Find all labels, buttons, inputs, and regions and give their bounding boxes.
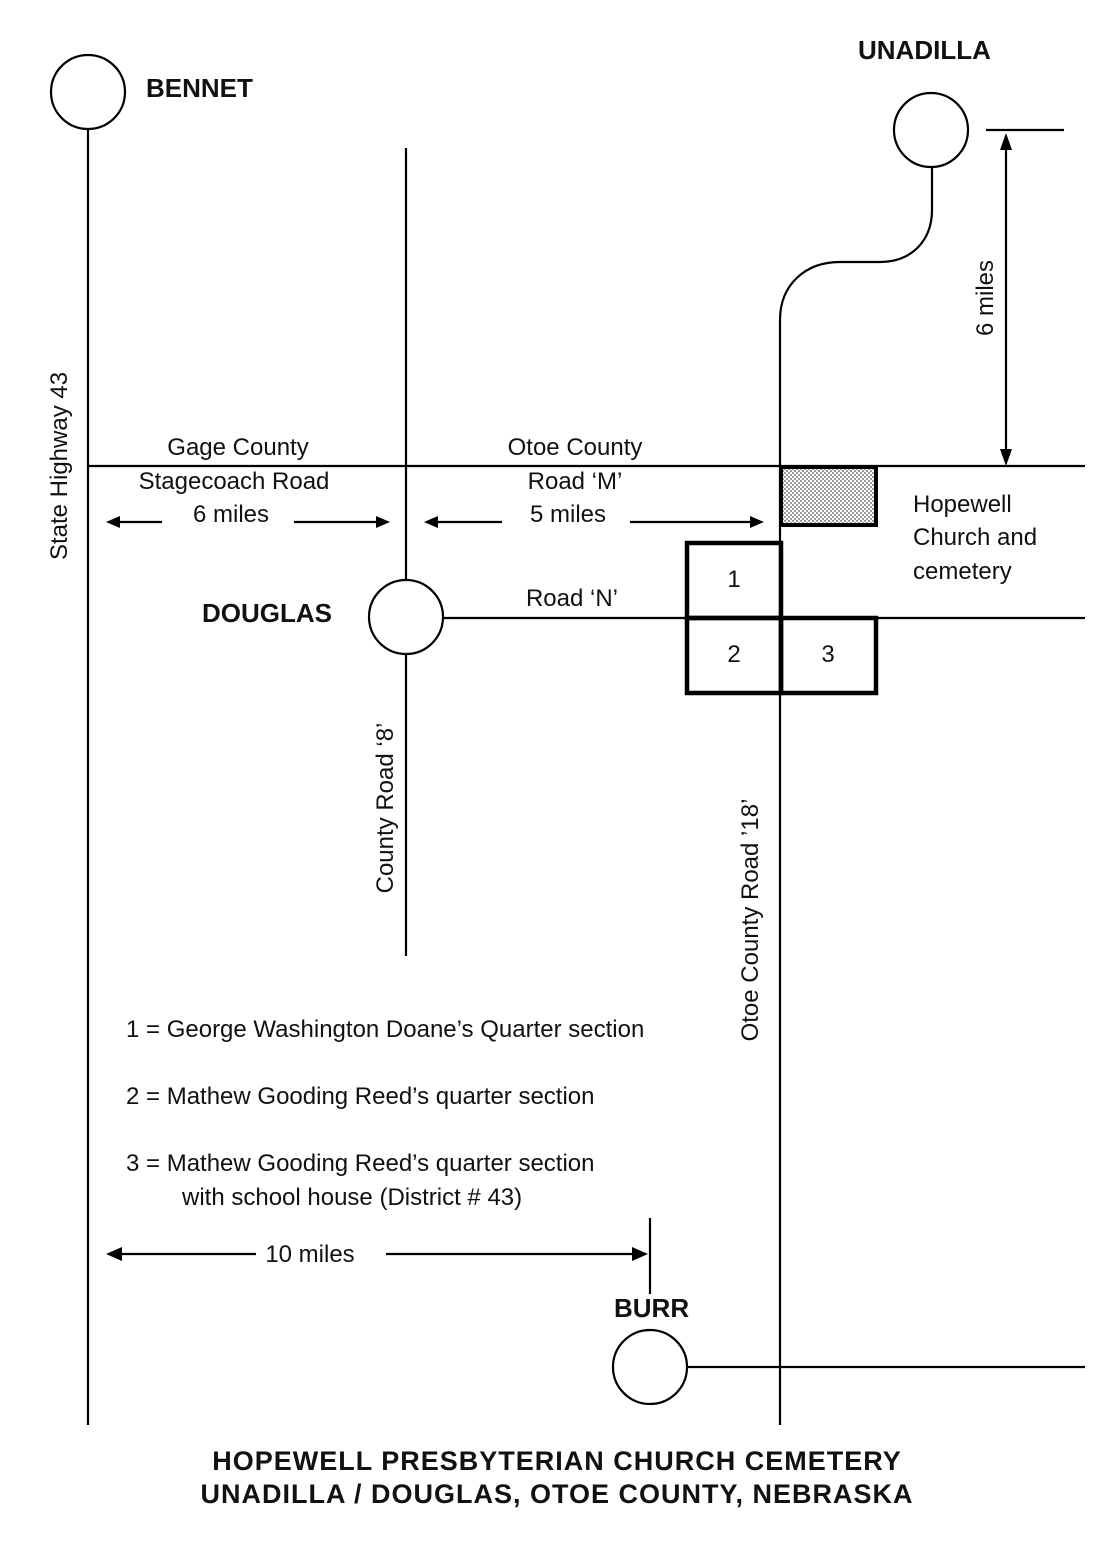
section-1-number: 1: [727, 566, 740, 593]
gage-distance-arrows: [106, 516, 390, 528]
otoe-county-road-18-label: Otoe County Road ’18’: [737, 799, 764, 1042]
burr-town-marker: [611, 1328, 689, 1406]
map-title-line-2: UNADILLA / DOUGLAS, OTOE COUNTY, NEBRASK…: [200, 1479, 913, 1509]
burr-distance-label: 10 miles: [265, 1241, 354, 1268]
section-2-number: 2: [727, 641, 740, 668]
legend-item-3-line-2: with school house (District # 43): [181, 1184, 522, 1211]
bennet-town-marker: [49, 53, 127, 131]
unadilla-distance-label: 6 miles: [972, 260, 999, 336]
road-m-distance-label: 5 miles: [530, 501, 606, 528]
state-highway-label: State Highway 43: [46, 372, 73, 560]
church-label-line-2: Church and: [913, 524, 1037, 551]
bennet-label: BENNET: [146, 73, 253, 103]
douglas-label: DOUGLAS: [202, 598, 332, 628]
douglas-town-marker: [367, 578, 445, 656]
road-n-label: Road ‘N’: [526, 585, 618, 612]
burr-distance-arrow: [106, 1218, 652, 1294]
stagecoach-road-label: Stagecoach Road: [139, 468, 330, 495]
church-label-line-1: Hopewell: [913, 491, 1012, 518]
legend-item-2: 2 = Mathew Gooding Reed’s quarter sectio…: [126, 1083, 595, 1110]
unadilla-road-curve: [778, 167, 934, 321]
gage-distance-label: 6 miles: [193, 501, 269, 528]
church-label-line-3: cemetery: [913, 558, 1012, 585]
unadilla-label: UNADILLA: [858, 35, 991, 65]
section-3-number: 3: [821, 641, 834, 668]
legend: 1 = George Washington Doane’s Quarter se…: [126, 1016, 644, 1211]
legend-item-1: 1 = George Washington Doane’s Quarter se…: [126, 1016, 644, 1043]
unadilla-town-marker: [892, 91, 970, 169]
legend-item-3-line-1: 3 = Mathew Gooding Reed’s quarter sectio…: [126, 1150, 595, 1177]
gage-county-label: Gage County: [167, 434, 308, 461]
map-title-line-1: HOPEWELL PRESBYTERIAN CHURCH CEMETERY: [212, 1446, 902, 1476]
burr-label: BURR: [614, 1293, 689, 1323]
road-m-distance-arrows: [424, 516, 764, 528]
section-3-box: [778, 615, 879, 696]
county-road-8-label: County Road ‘8’: [372, 723, 399, 894]
roads: [86, 128, 1085, 1425]
hopewell-church-cemetery-block: [779, 465, 878, 527]
quarter-sections: 1 2 3: [684, 540, 879, 696]
otoe-county-label: Otoe County: [508, 434, 643, 461]
unadilla-distance-arrow: [986, 128, 1064, 466]
road-m-label: Road ‘M’: [528, 468, 623, 495]
